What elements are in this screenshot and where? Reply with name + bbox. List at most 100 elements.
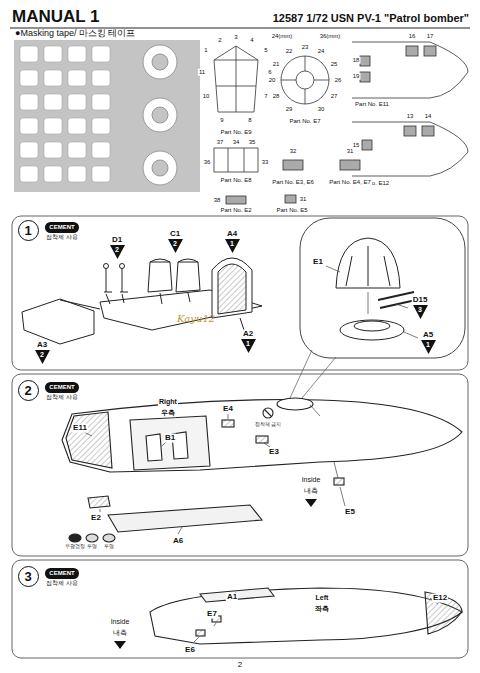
part-label: 8 — [247, 117, 252, 124]
part-label: 좌측 — [314, 605, 330, 613]
count-number: 3 — [413, 306, 428, 314]
step-number: 3 — [18, 566, 39, 587]
part-label: Part No. E2 — [219, 207, 252, 214]
part-label: Part No. E3, E6 — [271, 179, 315, 186]
part-label: 18 — [352, 57, 361, 64]
part-label: 24 — [317, 48, 326, 55]
quantity-triangle: 1 — [421, 340, 436, 354]
part-label: 37 — [216, 139, 225, 146]
cement-symbol: CEMENT접착제 사용 — [45, 222, 78, 241]
part-label: B1 — [164, 434, 176, 443]
part-label: 10 — [202, 93, 211, 100]
part-label: 38 — [213, 197, 222, 204]
step-number: 2 — [18, 380, 39, 401]
part-label: 36(mm) — [319, 33, 342, 40]
part-label: 34 — [232, 139, 241, 146]
part-label: 28 — [272, 93, 281, 100]
part-label: Part No. E5 — [275, 207, 308, 214]
cement-mark: CEMENT — [45, 568, 78, 579]
mask-shapes — [20, 45, 177, 185]
part-label: 1 — [203, 47, 208, 54]
part-label: 내측 — [112, 629, 128, 637]
mask-sheet — [14, 40, 200, 192]
step-number: 1 — [18, 220, 39, 241]
cement-mark: CEMENT — [45, 222, 78, 233]
part-label: E11 — [72, 424, 88, 433]
part-label: 투명 — [86, 544, 98, 550]
cement-symbol: CEMENT접착제 사용 — [45, 568, 78, 587]
part-label: 무광검정 — [64, 544, 86, 550]
part-label: 11 — [198, 69, 206, 76]
part-label: 2 — [237, 661, 243, 670]
count-number: 1 — [421, 341, 436, 349]
count-number: 1 — [24, 224, 31, 237]
quantity-triangle: 2 — [110, 245, 125, 259]
cement-caption: 접착제 사용 — [46, 580, 78, 587]
part-label: E7 — [206, 610, 218, 619]
count-number: 3 — [24, 570, 31, 583]
part-label: 6 — [267, 69, 272, 76]
fuselage-right — [62, 398, 462, 542]
part-label: E3 — [268, 448, 280, 457]
part-label: A5 — [422, 331, 434, 340]
count-number: 2 — [24, 384, 31, 397]
fuselage-left — [114, 588, 462, 649]
part-label: 16 — [408, 33, 417, 40]
part-label: E4 — [222, 405, 234, 414]
part-label: 30 — [317, 106, 326, 113]
manual-title: MANUAL 1 — [12, 8, 100, 27]
part-label: Right — [158, 398, 178, 406]
part-label: Left — [315, 594, 330, 602]
part-label: 26 — [334, 77, 343, 84]
part-label: 17 — [426, 33, 435, 40]
part-label: 27 — [330, 93, 339, 100]
part-label: Inside — [110, 618, 131, 626]
part-label: 32 — [289, 148, 298, 155]
part-label: 33 — [261, 159, 270, 166]
part-label: ●Masking tape/ 마스킹 테이프 — [14, 29, 136, 39]
quantity-triangle: 2 — [35, 350, 50, 364]
step-panels — [12, 216, 468, 658]
part-label: Inside — [301, 476, 322, 484]
part-label: 23 — [301, 44, 310, 51]
part-label: 35 — [248, 139, 257, 146]
part-label: 4 — [249, 37, 254, 44]
part-label: 31 — [299, 196, 308, 203]
count-number: 1 — [225, 240, 240, 248]
part-label: 29 — [285, 106, 294, 113]
part-label: D15 — [412, 296, 429, 305]
part-label: Part No. E7 — [288, 118, 321, 125]
part-label: 9 — [219, 117, 224, 124]
cement-mark: CEMENT — [45, 382, 78, 393]
mask-diagrams — [214, 42, 468, 204]
part-label: 25 — [330, 61, 339, 68]
part-label: 19 — [352, 73, 361, 80]
part-label: A6 — [172, 537, 184, 546]
quantity-triangle: 1 — [225, 239, 240, 253]
part-label: Part No. E11 — [354, 101, 390, 108]
part-label: 우측 — [160, 409, 176, 417]
part-label: 3 — [233, 34, 238, 41]
part-label: Part No. E9 — [219, 129, 252, 136]
quantity-triangle: 2 — [168, 239, 183, 253]
part-label: 12587 1/72 USN PV-1 "Patrol bomber" — [272, 12, 470, 24]
part-label: A1 — [226, 593, 238, 602]
part-label: 7 — [263, 93, 268, 100]
part-label: A2 — [242, 330, 254, 339]
count-number: 2 — [35, 351, 50, 359]
part-label: E2 — [90, 514, 102, 523]
cement-caption: 접착제 사용 — [46, 394, 78, 401]
part-label: E1 — [312, 258, 324, 267]
part-label: A4 — [226, 230, 238, 239]
quantity-triangle: 1 — [241, 339, 256, 353]
part-label: Part No. E8 — [219, 177, 252, 184]
part-label: 5 — [263, 47, 268, 54]
part-label: 접착제 금지 — [254, 422, 282, 428]
part-label: 내측 — [303, 487, 319, 495]
part-label: 36 — [203, 159, 212, 166]
quantity-triangle: 3 — [413, 305, 428, 319]
part-label: 13 — [406, 113, 415, 120]
part-label: E6 — [184, 646, 196, 655]
part-label: 22 — [285, 48, 294, 55]
count-number: 1 — [241, 340, 256, 348]
